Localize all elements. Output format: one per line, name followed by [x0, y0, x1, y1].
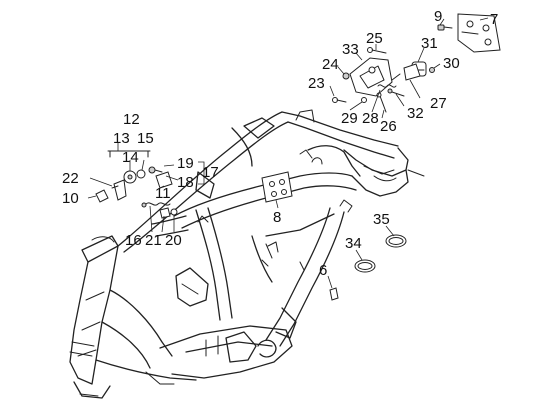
part-33-bracket: [349, 57, 393, 97]
callout-35: 35: [373, 211, 390, 228]
part-24-nut: [342, 72, 350, 80]
part-35-clamp: [385, 234, 407, 248]
callout-24: 24: [322, 56, 339, 73]
callout-6: 6: [319, 262, 327, 279]
callout-16: 16: [125, 232, 142, 249]
callout-27: 27: [430, 95, 447, 112]
part-14-washer: [136, 169, 146, 179]
callout-labels: 9 7 25 33 24 31 30 23 27 32 29 28 26 12 …: [62, 8, 498, 279]
part-22-stand-plate: [111, 179, 127, 201]
callout-10: 10: [62, 190, 79, 207]
callout-33: 33: [342, 41, 359, 58]
part-20-washer: [170, 208, 178, 216]
part-28-spring: [377, 84, 397, 88]
callout-26: 26: [380, 118, 397, 135]
callout-20: 20: [165, 232, 182, 249]
part-32-pin: [387, 88, 405, 97]
part-6-clip: [329, 287, 339, 301]
part-23-screw: [332, 97, 347, 103]
callout-21: 21: [145, 232, 162, 249]
part-29-washer: [361, 97, 367, 103]
part-30-nut: [429, 67, 435, 73]
part-7-plate: [457, 13, 501, 53]
callout-11: 11: [155, 185, 171, 202]
part-25-bolt: [367, 47, 387, 54]
part-13-spring: [123, 170, 137, 184]
callout-31: 31: [421, 35, 438, 52]
callout-13: 13: [113, 130, 130, 147]
callout-15: 15: [137, 130, 154, 147]
callout-9: 9: [434, 8, 442, 25]
part-21-clip: [159, 207, 171, 219]
part-27-lever: [391, 63, 421, 81]
callout-12: 12: [123, 111, 140, 128]
callout-32: 32: [407, 105, 424, 122]
leader-lines: [87, 17, 489, 289]
callout-34: 34: [345, 235, 362, 252]
callout-28: 28: [362, 110, 379, 127]
callout-25: 25: [366, 30, 383, 47]
part-34-clamp: [354, 259, 376, 273]
part-9-screw: [437, 24, 453, 31]
callout-19: 19: [177, 155, 194, 172]
callout-14: 14: [122, 149, 139, 166]
callout-22: 22: [62, 170, 79, 187]
callout-23: 23: [308, 75, 325, 92]
part-10-tab: [95, 189, 109, 203]
part-8-plate: [261, 171, 293, 203]
callout-30: 30: [443, 55, 460, 72]
callout-29: 29: [341, 110, 358, 127]
part-group-12-bracket: [107, 150, 151, 158]
callout-8: 8: [273, 209, 281, 226]
part-11-bracket: [155, 171, 173, 189]
part-15-bolt: [148, 166, 163, 174]
callout-7: 7: [490, 11, 498, 28]
frame-body: [69, 109, 425, 399]
part-16-spring: [141, 202, 171, 208]
callout-18: 18: [177, 174, 194, 191]
callout-17: 17: [202, 164, 219, 181]
